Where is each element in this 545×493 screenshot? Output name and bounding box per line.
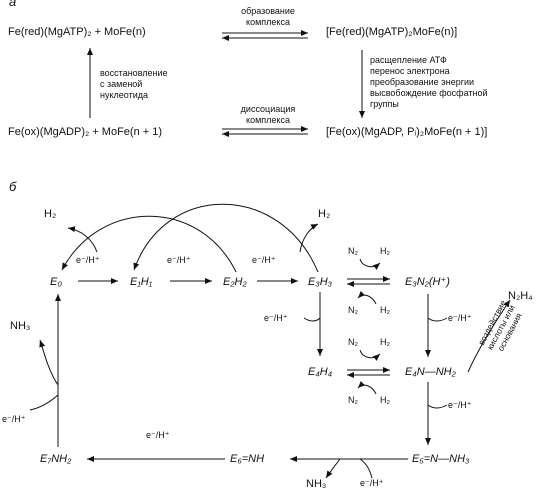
eh-label-left: e⁻/H⁺ xyxy=(2,414,26,424)
a-top-left-text: Fe(red)(MgATP)₂ + MoFe(n) xyxy=(8,26,146,38)
b-h2-left-curl xyxy=(67,226,98,253)
state-e0: E₀ xyxy=(50,276,62,288)
b-e2-to-e0-curve xyxy=(61,215,237,273)
state-e7nh2: E₇NH₂ xyxy=(40,453,72,465)
eh-label-e2-e3: e⁻/H⁺ xyxy=(252,255,276,265)
b-nh3-left-curl xyxy=(39,339,59,386)
state-e4h4: E₄H₄ xyxy=(308,366,333,378)
state-e2h2: E₂H₂ xyxy=(223,276,247,288)
eh-label-e4n-e5: e⁻/H⁺ xyxy=(448,400,472,410)
state-e3h3: E₃H₃ xyxy=(308,276,333,288)
b-eh-curl-e4n-e5 xyxy=(427,404,448,409)
n2-in-e4-top: N₂ xyxy=(348,337,358,347)
a-bottom-left-equation: Fe(ox)(MgADP)₂ + MoFe(n + 1) xyxy=(8,126,163,138)
b-n2-out-curl-bottom xyxy=(357,290,377,305)
h2-left-label: H₂ xyxy=(44,208,57,220)
state-e5: E₅=N—NH₃ xyxy=(412,453,470,465)
eh-label-bottom: e⁻/H⁺ xyxy=(360,478,384,488)
b-nh3-bottom-curl xyxy=(325,458,341,479)
state-e1h1: E₁H₁ xyxy=(130,276,153,288)
a-top-arrow-label: образование комплекса xyxy=(241,6,295,27)
a-bottom-right-equation: [Fe(ox)(MgADP, Pᵢ)₂MoFe(n + 1)] xyxy=(326,126,488,138)
a-left-arrow-label: восстановление с заменой нуклеотида xyxy=(100,68,168,100)
a-top-right-equation: [Fe(red)(MgATP)₂MoFe(n)] xyxy=(326,26,458,38)
h2-right-label: H₂ xyxy=(318,208,331,220)
nh3-bottom-label: NH₃ xyxy=(306,478,327,490)
b-eh-left-curl xyxy=(29,394,59,411)
b-h2-right-curl xyxy=(299,223,319,253)
state-e4n-nh2: E₄N—NH₂ xyxy=(405,366,456,378)
nh3-left-label: NH₃ xyxy=(10,320,31,332)
part-b-label: б xyxy=(9,179,17,194)
h2-out-e4-top: H₂ xyxy=(380,337,390,347)
a-bottom-arrow-label: диссоциация комплекса xyxy=(240,104,296,125)
n2h4-label: N₂H₄ xyxy=(508,290,533,302)
a-right-arrow-label: расщепление АТФ перенос электрона преобр… xyxy=(370,55,488,109)
n2-bottom-e4: N₂ xyxy=(348,395,358,405)
eh-label-e3n-e4n: e⁻/H⁺ xyxy=(448,313,472,323)
eh-label-e1-e2: e⁻/H⁺ xyxy=(167,255,191,265)
state-e3n2h: E₃N₂(H⁺) xyxy=(405,276,450,288)
h2-bottom-e3: H₂ xyxy=(380,305,390,315)
eh-label-e6-e7: e⁻/H⁺ xyxy=(146,430,170,440)
b-n2h4-release-arrow xyxy=(467,299,511,373)
b-eh-curl-e3n-e4n xyxy=(427,317,448,322)
b-eh-bottom-curl xyxy=(359,458,373,479)
state-e6: E₆=NH xyxy=(230,453,265,465)
n2-bottom-e3: N₂ xyxy=(348,305,358,315)
b-e3-to-e1-curve xyxy=(133,203,319,273)
eh-label-e0-e1: e⁻/H⁺ xyxy=(76,255,100,265)
b-eh-curl-e3e4 xyxy=(303,317,321,322)
h2-bottom-e4: H₂ xyxy=(380,395,390,405)
part-a-label: а xyxy=(9,0,17,9)
b-n2-out-curl-e4-bottom xyxy=(357,380,377,395)
eh-label-e3-e4: e⁻/H⁺ xyxy=(264,313,288,323)
b-n2-in-curl-e4-top xyxy=(359,349,381,361)
b-n2-in-curl-top xyxy=(359,258,381,270)
a-top-left-equation: Fe(red)(MgATP)₂ + MoFe(n) xyxy=(8,26,146,39)
h2-out-top: H₂ xyxy=(380,246,390,256)
n2-in-top: N₂ xyxy=(348,246,358,256)
